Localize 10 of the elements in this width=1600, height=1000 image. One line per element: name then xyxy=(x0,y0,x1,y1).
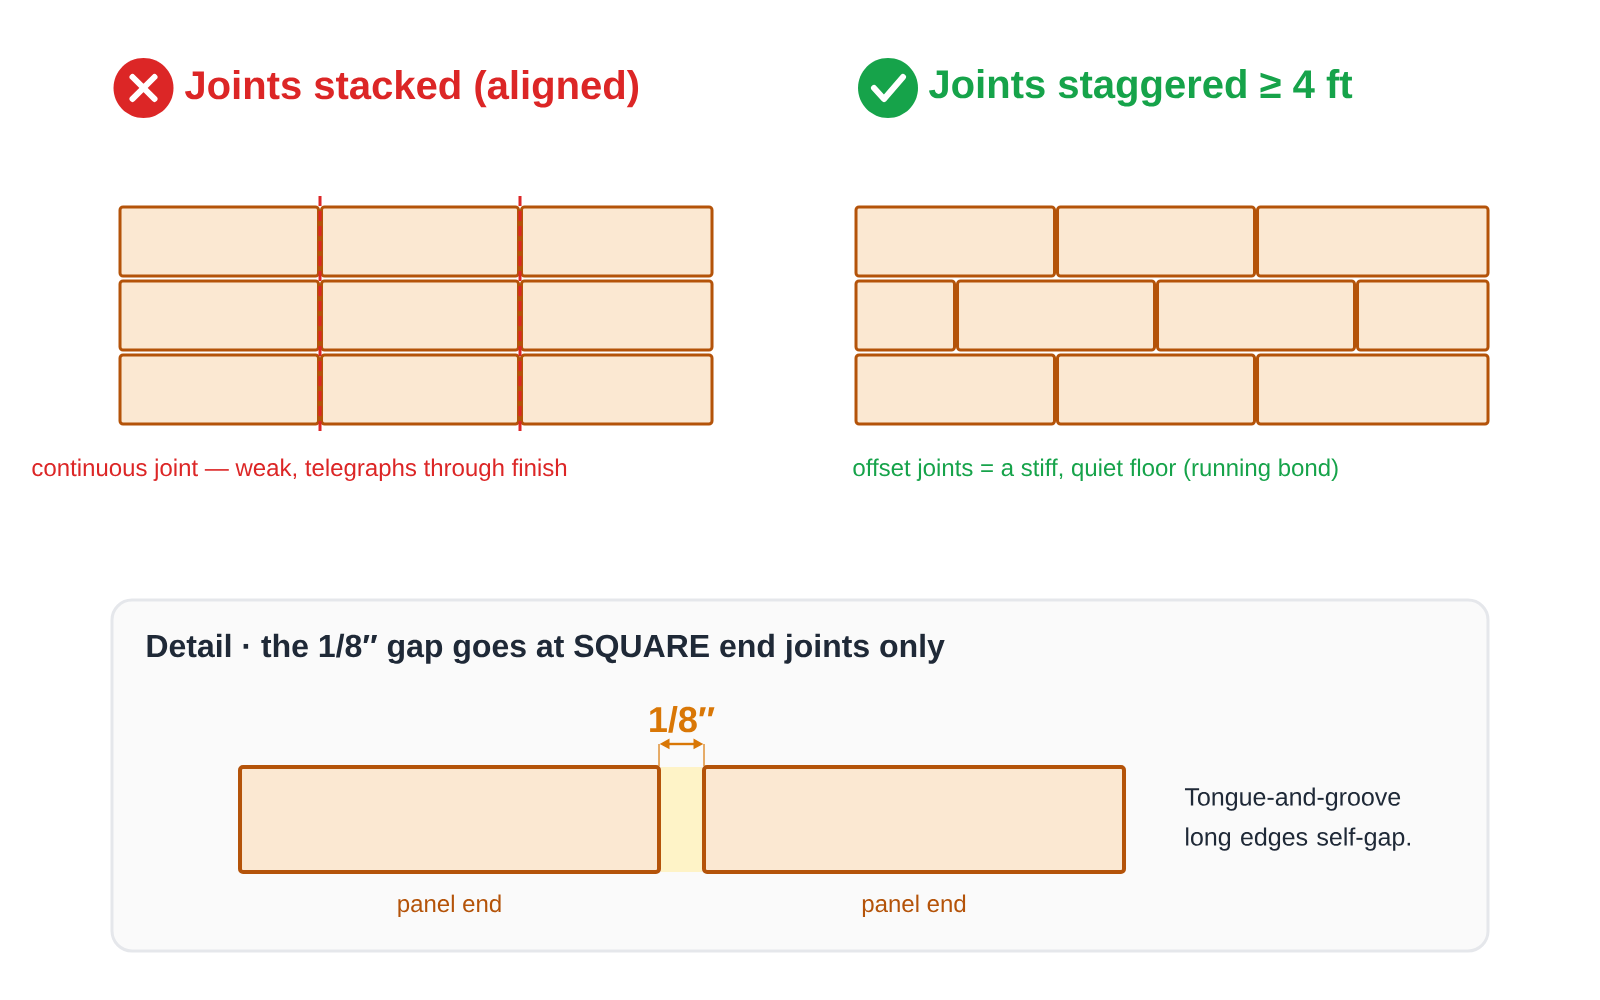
dimension-label: 1/8″ xyxy=(650,705,715,733)
caption: offset joints = a stiff, quiet floor (running bond) xyxy=(853,458,1338,481)
panel-heading: Detail · the 1/8″ gap goes at SQUARE end joints only xyxy=(147,633,945,664)
note-text: Tongue-and-groove long edges self-gap. xyxy=(1185,787,1410,851)
caption: continuous joint — weak, telegraphs through finish xyxy=(32,458,567,481)
heading: Joints stacked (aligned) xyxy=(185,70,639,108)
panel-label: panel end xyxy=(862,894,966,917)
heading: Joints staggered ≥ 4 ft xyxy=(929,69,1353,107)
panel-label: panel end xyxy=(398,894,501,917)
gap-fill xyxy=(661,767,702,872)
